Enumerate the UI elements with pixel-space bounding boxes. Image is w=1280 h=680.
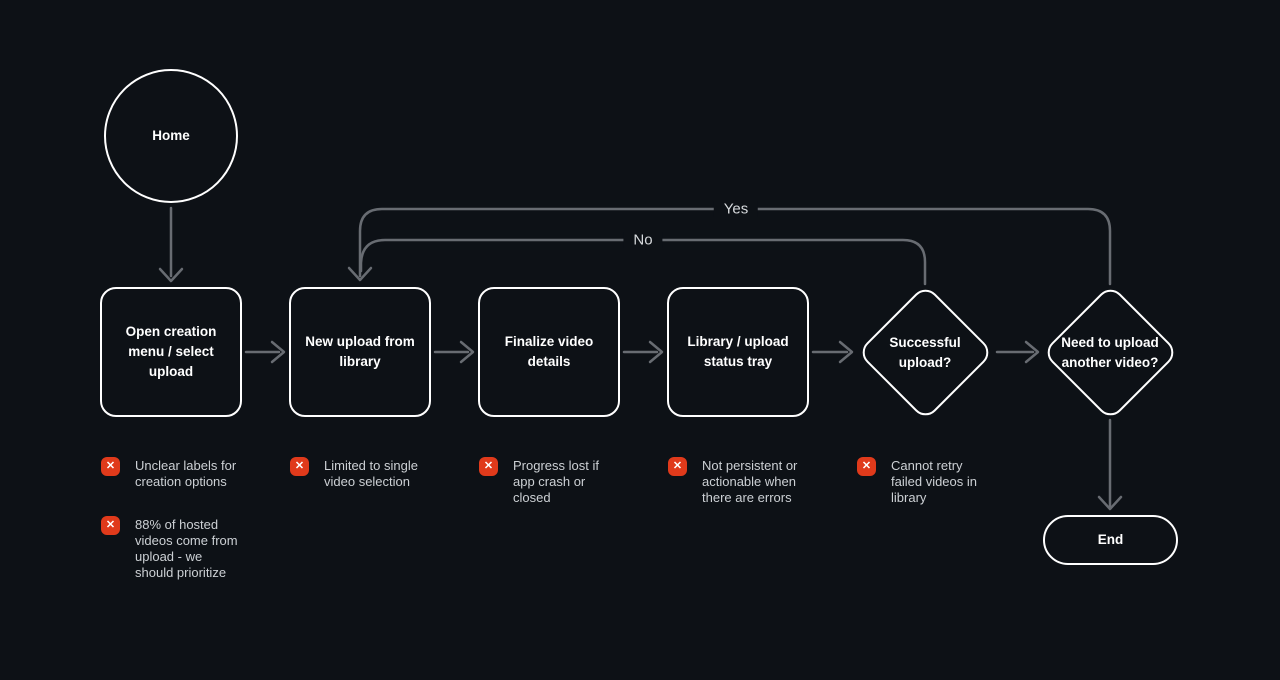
annotation-not-persistent[interactable]: ✕ Not persistent or actionable when ther… — [668, 457, 806, 506]
arrowhead-down-icon — [347, 266, 373, 282]
arrowhead-right-icon — [838, 340, 854, 364]
annotation-text: Unclear labels for creation options — [135, 458, 237, 489]
edge-label-no[interactable]: No — [623, 231, 663, 249]
annotation-text: Not persistent or actionable when there … — [702, 458, 798, 505]
arrowhead-right-icon — [648, 340, 664, 364]
annotation-text: Progress lost if app crash or closed — [513, 458, 599, 505]
error-x-icon: ✕ — [668, 457, 687, 476]
annotation-unclear-labels[interactable]: ✕ Unclear labels for creation options — [101, 457, 239, 490]
arrowhead-right-icon — [1024, 340, 1040, 364]
connector-yes-loop — [358, 207, 1112, 286]
arrowhead-right-icon — [270, 340, 286, 364]
arrowhead-down-icon — [158, 267, 184, 283]
arrowhead-right-icon — [459, 340, 475, 364]
error-x-icon: ✕ — [857, 457, 876, 476]
node-label: End — [1097, 532, 1124, 547]
node-label: Library / upload status tray — [687, 334, 789, 369]
annotation-text: Limited to single video selection — [324, 458, 418, 489]
error-x-icon: ✕ — [101, 516, 120, 535]
annotation-cannot-retry[interactable]: ✕ Cannot retry failed videos in library — [857, 457, 995, 506]
annotation-text: 88% of hosted videos come from upload - … — [135, 517, 238, 580]
node-home[interactable]: Home — [104, 69, 238, 203]
error-x-icon: ✕ — [479, 457, 498, 476]
node-end[interactable]: End — [1043, 515, 1178, 565]
node-label: Open creation menu / select upload — [125, 324, 217, 379]
node-library-upload-status-tray[interactable]: Library / upload status tray — [667, 287, 809, 417]
error-x-icon: ✕ — [290, 457, 309, 476]
node-label: New upload from library — [305, 334, 415, 369]
node-open-creation-menu[interactable]: Open creation menu / select upload — [100, 287, 242, 417]
annotation-single-video-limit[interactable]: ✕ Limited to single video selection — [290, 457, 428, 490]
node-finalize-video-details[interactable]: Finalize video details — [478, 287, 620, 417]
edge-label-yes[interactable]: Yes — [713, 200, 759, 218]
annotation-text: Cannot retry failed videos in library — [891, 458, 977, 505]
annotation-progress-lost[interactable]: ✕ Progress lost if app crash or closed — [479, 457, 617, 506]
node-label: Home — [152, 128, 190, 143]
decision-label: Successful upload? — [889, 334, 961, 370]
annotation-upload-share[interactable]: ✕ 88% of hosted videos come from upload … — [101, 516, 239, 581]
error-x-icon: ✕ — [101, 457, 120, 476]
decision-label: Need to upload another video? — [1061, 334, 1159, 370]
arrowhead-down-icon — [1097, 495, 1123, 511]
node-new-upload-from-library[interactable]: New upload from library — [289, 287, 431, 417]
node-label: Finalize video details — [504, 334, 594, 369]
